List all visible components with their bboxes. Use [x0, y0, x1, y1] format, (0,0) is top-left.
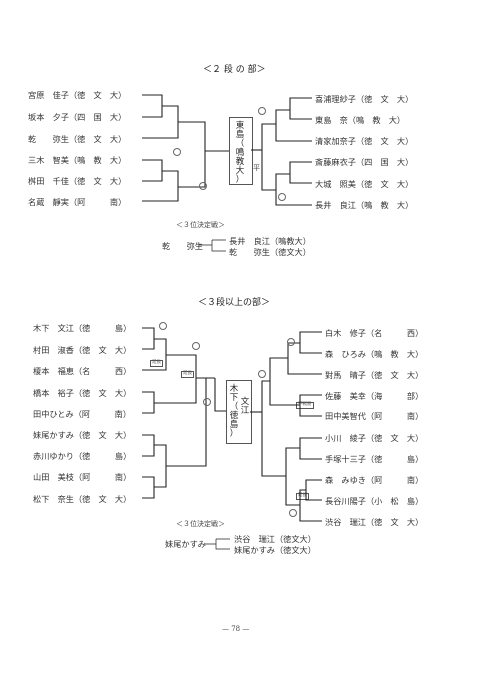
third-place-2dan-left: 乾 弥生 [162, 241, 203, 251]
entry-3dan-right-7: 手塚十三子（徳 島） [325, 454, 424, 464]
bracket-3dan-right-h [269, 357, 300, 406]
bracket-3dan-right-e [305, 479, 322, 501]
entry-3dan-left-8: 山田 美枝（阿 南） [33, 472, 132, 482]
bracket-3dan-right-i [261, 380, 286, 477]
entry-3dan-right-8: 森 みゆき（阿 南） [325, 475, 424, 485]
bracket-2dan-right-r1-a [289, 97, 312, 120]
entry-3dan-right-5: 田中美智代（阿 南） [325, 411, 424, 421]
entry-3dan-right-9: 長谷川陽子（小 松 島） [325, 496, 424, 506]
entry-2dan-left-5: 桝田 千佳（徳 文 大） [28, 176, 127, 186]
third-place-3dan-left: 妹尾かすみ [165, 539, 206, 549]
mark-2dan-3 [258, 107, 266, 115]
mark-3dan-1 [159, 322, 167, 330]
third-place-3dan-label: ＜３位決定戦＞ [176, 520, 225, 528]
annotation-left-2: 延長 [181, 371, 194, 378]
entry-2dan-right-6: 長井 良江（鳴 教 大） [315, 200, 414, 210]
entry-3dan-left-4: 橋本 裕子（徳 文 大） [33, 388, 132, 398]
bracket-2dan-third [199, 239, 226, 252]
entry-3dan-right-3: 對馬 晴子（徳 文 大） [325, 370, 424, 380]
mark-3dan-3 [203, 398, 211, 406]
bracket-3dan-right-g [285, 447, 300, 506]
entry-3dan-left-3: 榎本 福恵（名 西） [33, 366, 132, 376]
bracket-3dan-left-i [196, 377, 226, 412]
entry-3dan-right-6: 小川 綾子（徳 文 大） [325, 433, 424, 443]
entry-3dan-right-1: 白木 修子（名 西） [325, 328, 424, 338]
entry-3dan-left-1: 木下 文江（徳 島） [33, 323, 132, 333]
third-place-3dan-right-1: 渋谷 瑞江（徳文大） [234, 534, 316, 544]
entry-2dan-right-3: 清家加奈子（徳 文 大） [315, 136, 414, 146]
bracket-2dan-left-r2 [178, 121, 206, 188]
entry-3dan-right-4: 佐藤 美幸（海 部） [325, 391, 424, 401]
mark-3dan-6 [289, 509, 297, 517]
bracket-3dan-left-c [142, 391, 155, 414]
champion-2dan-box [229, 117, 253, 185]
third-place-2dan-label: ＜３位決定戦＞ [176, 221, 225, 229]
champion-3dan-box [226, 380, 252, 444]
third-place-3dan-right-2: 妹尾かすみ（徳文大） [234, 545, 316, 555]
entry-2dan-right-4: 斎藤麻衣子（四 国 大） [315, 157, 414, 167]
bracket-3dan-left-f [154, 444, 167, 488]
bracket-2dan-right-r1-b [275, 109, 312, 142]
section-2dan-title: ＜２ 段 の 部＞ [203, 65, 266, 75]
mark-2dan-2 [199, 182, 207, 190]
entry-2dan-left-2: 坂本 夕子（四 国 大） [28, 112, 127, 122]
bracket-3dan-left-d [142, 434, 155, 457]
champion-3dan-name-right: 文 江 [240, 397, 250, 416]
mark-3dan-4 [258, 370, 266, 378]
mark-2dan-1 [173, 148, 181, 156]
annotation-left-1: 延長 [150, 360, 163, 367]
champion-3dan-name-left: 木 下 （ 徳 島 ） [229, 384, 239, 439]
bracket-3dan-right-d [299, 437, 322, 460]
bracket-3dan-left-g [154, 354, 197, 404]
bracket-2dan-right-r2 [261, 123, 276, 191]
page-number: — 78 — [222, 625, 250, 633]
section-3dan-title: ＜３段以上の部＞ [198, 298, 271, 308]
entry-2dan-left-6: 名蔵 靜実（阿 南） [28, 197, 127, 207]
bracket-3dan-right-c [299, 394, 322, 417]
bracket-2dan-left-r1-b [142, 105, 179, 139]
bracket-3dan-left-h [166, 378, 207, 467]
bracket-3dan-right-a [299, 331, 322, 354]
entry-3dan-right-2: 森 ひろみ（鳴 教 大） [325, 349, 424, 359]
entry-3dan-left-2: 村田 淑香（徳 文 大） [33, 345, 132, 355]
entry-2dan-right-2: 東島 奈（鳴 教 大） [315, 115, 406, 125]
entry-2dan-left-3: 乾 弥生（徳 文 大） [28, 134, 127, 144]
entry-3dan-left-6: 妹尾かすみ（徳 文 大） [33, 430, 132, 440]
entry-2dan-left-1: 宮原 佳子（徳 文 大） [28, 90, 127, 100]
bracket-3dan-left-e [142, 476, 155, 499]
bracket-3dan-right-f [299, 489, 322, 522]
entry-2dan-left-4: 三木 智美（鳴 教 大） [28, 155, 127, 165]
bracket-3dan-left-a [142, 327, 155, 350]
entry-2dan-right-1: 喜浦理紗子（徳 文 大） [315, 94, 414, 104]
bracket-2dan-right-r1-c [289, 161, 312, 184]
annotation-right-2: 延長 [296, 493, 309, 500]
bracket-3dan-right-b [287, 342, 322, 375]
mark-3dan-2 [192, 342, 200, 350]
third-place-2dan-right-1: 長井 良江（鳴教大） [229, 236, 311, 246]
bracket-2dan-left-r1-c [142, 159, 163, 182]
entry-3dan-right-10: 渋谷 瑞江（徳 文 大） [325, 517, 424, 527]
entry-2dan-right-5: 大城 照美（徳 文 大） [315, 179, 414, 189]
entry-3dan-left-7: 赤川ゆかり（徳 島） [33, 451, 132, 461]
bracket-2dan-left-r1-d [142, 170, 179, 202]
champion-2dan-name: 東 島 （ 鳴 教 大 ） [235, 121, 245, 185]
entry-3dan-left-9: 松下 奈生（徳 文 大） [33, 494, 132, 504]
mark-3dan-5 [287, 338, 295, 346]
bracket-3dan-third [205, 538, 230, 550]
bracket-2dan-left-r1-a [142, 94, 163, 118]
third-place-2dan-right-2: 乾 弥生（徳文大） [229, 247, 311, 257]
champion-2dan-extra: 平 [253, 164, 260, 172]
mark-2dan-4 [278, 193, 286, 201]
entry-3dan-left-5: 田中ひとみ（阿 南） [33, 409, 132, 419]
